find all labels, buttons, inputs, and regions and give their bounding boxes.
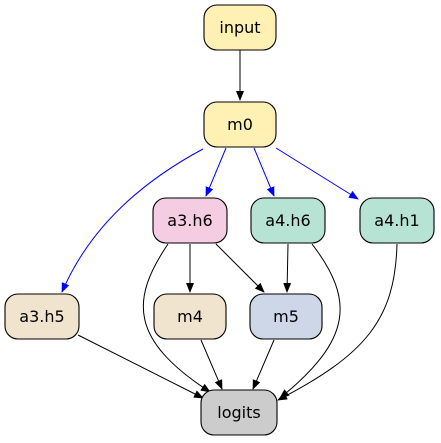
node-label-m5: m5 [273,307,299,326]
node-box-a4h1 [359,197,435,244]
edge-m0-to-a3h6 [205,147,227,197]
node-box-m5 [249,293,323,340]
node-label-m0: m0 [227,115,253,134]
edge-a4h6-to-logits [279,243,341,399]
node-box-input [203,4,277,51]
node-label-a3h5: a3.h5 [19,307,64,326]
node-box-logits [200,389,278,436]
node-box-a4h6 [250,197,326,244]
edge-a4h6-to-m5 [283,243,292,293]
nodes: input m0 a3.h6 a4.h6 a4.h1 a3.h5 m4 m5 logits [4,4,435,436]
node-m0: m0 [203,101,277,148]
node-a4h6: a4.h6 [250,197,326,244]
edge-a3h6-to-logits [142,243,211,393]
node-box-m0 [203,101,277,148]
edge-m0-to-a4h6 [253,147,275,197]
node-label-a3h6: a3.h6 [167,211,212,230]
edge-a4h1-to-logits [277,243,398,401]
node-logits: logits [200,389,278,436]
node-box-a3h5 [4,293,80,340]
node-input: input [203,4,277,51]
node-label-logits: logits [217,403,260,422]
edge-m0-to-a3h5 [61,148,204,293]
node-label-a4h1: a4.h1 [374,211,419,230]
node-box-a3h6 [152,197,228,244]
node-a3h6: a3.h6 [152,197,228,244]
edges [61,50,398,401]
node-m5: m5 [249,293,323,340]
node-label-m4: m4 [177,307,203,326]
edge-m0-to-a4h1 [275,147,359,200]
edge-m5-to-logits [252,339,275,390]
node-box-m4 [153,293,227,340]
node-a3h5: a3.h5 [4,293,80,340]
edge-m4-to-logits [200,339,223,390]
node-label-input: input [219,18,260,37]
node-label-a4h6: a4.h6 [265,211,310,230]
node-a4h1: a4.h1 [359,197,435,244]
edge-a3h6-to-m5 [215,243,265,293]
edge-a3h5-to-logits [77,334,204,399]
node-m4: m4 [153,293,227,340]
